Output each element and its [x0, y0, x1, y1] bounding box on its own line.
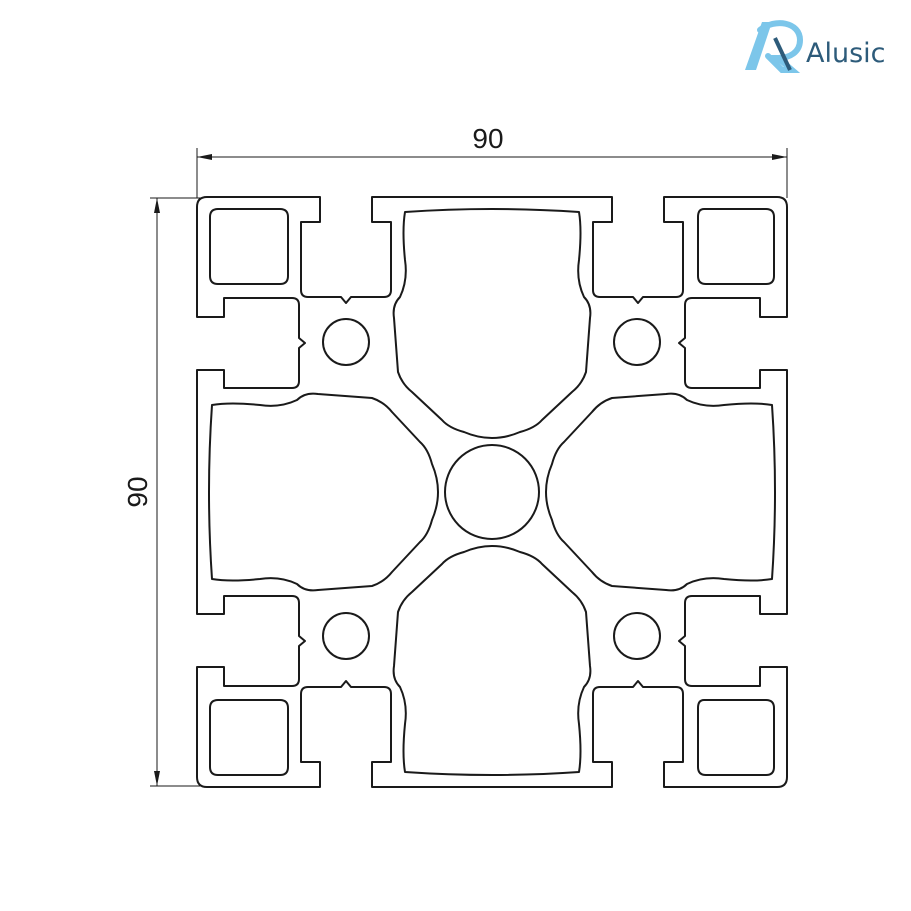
brand-name: Alusic	[806, 38, 886, 69]
stylized-a-logo-icon	[745, 20, 804, 73]
height-label: 90	[122, 476, 153, 507]
width-label: 90	[472, 123, 503, 154]
brand-logo: Alusic	[745, 20, 886, 73]
width-dimension: 90	[196, 123, 788, 198]
center-bore	[444, 444, 540, 540]
height-dimension: 90	[122, 197, 200, 787]
profile-outline	[196, 196, 788, 788]
